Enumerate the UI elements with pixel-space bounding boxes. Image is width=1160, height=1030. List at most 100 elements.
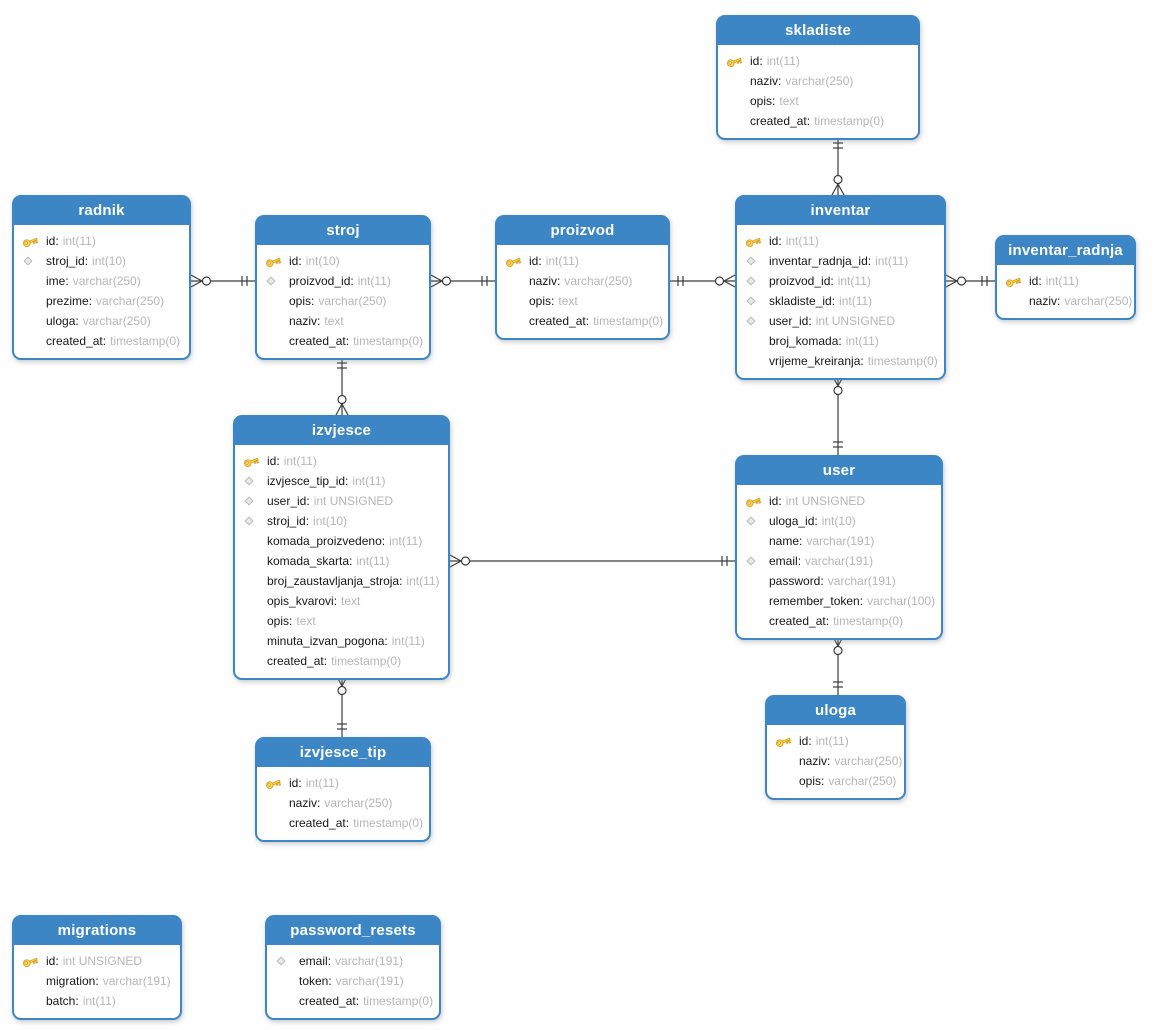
table-header[interactable]: uloga: [767, 697, 904, 725]
table-field-row[interactable]: user_id:int UNSIGNED: [737, 311, 944, 331]
table-header[interactable]: inventar_radnja: [997, 237, 1134, 265]
relationship-connector-inventar-user[interactable]: [831, 374, 845, 455]
table-field-row[interactable]: name:varchar(191): [737, 531, 941, 551]
table-header[interactable]: radnik: [14, 197, 189, 225]
table-header[interactable]: migrations: [14, 917, 180, 945]
table-field-row[interactable]: inventar_radnja_id:int(11): [737, 251, 944, 271]
table-field-row[interactable]: id:int(11): [737, 231, 944, 251]
table-header[interactable]: proizvod: [497, 217, 668, 245]
table-field-row[interactable]: naziv:varchar(250): [497, 271, 668, 291]
table-field-row[interactable]: minuta_izvan_pogona:int(11): [235, 631, 448, 651]
entity-radnik[interactable]: radnik id:int(11)stroj_id:int(10)ime:varc…: [12, 195, 191, 360]
field-colon: :: [349, 554, 353, 568]
table-field-row[interactable]: id:int(11): [497, 251, 668, 271]
table-field-row[interactable]: naziv:varchar(250): [997, 291, 1134, 311]
table-header[interactable]: inventar: [737, 197, 944, 225]
table-field-row[interactable]: created_at:timestamp(0): [497, 311, 668, 331]
entity-proizvod[interactable]: proizvod id:int(11)naziv:varchar(250)opis…: [495, 215, 670, 340]
table-field-row[interactable]: stroj_id:int(10): [14, 251, 189, 271]
table-field-row[interactable]: batch:int(11): [14, 991, 180, 1011]
table-field-row[interactable]: id:int(11): [997, 271, 1134, 291]
entity-skladiste[interactable]: skladiste id:int(11)naziv:varchar(250)opi…: [716, 15, 920, 140]
table-field-row[interactable]: created_at:timestamp(0): [267, 991, 439, 1011]
relationship-connector-izvjesce-stroj[interactable]: [335, 355, 349, 416]
table-field-row[interactable]: izvjesce_tip_id:int(11): [235, 471, 448, 491]
table-field-row[interactable]: id:int(11): [235, 451, 448, 471]
table-field-row[interactable]: opis:varchar(250): [767, 771, 904, 791]
table-field-row[interactable]: prezime:varchar(250): [14, 291, 189, 311]
table-field-row[interactable]: password:varchar(191): [737, 571, 941, 591]
table-header[interactable]: user: [737, 457, 941, 485]
relationship-connector-radnik-stroj[interactable]: [190, 274, 255, 288]
table-field-row[interactable]: id:int UNSIGNED: [737, 491, 941, 511]
entity-password_resets[interactable]: password_resets email:varchar(191)token:v…: [265, 915, 441, 1020]
table-field-row[interactable]: opis:varchar(250): [257, 291, 429, 311]
field-type: int(11): [82, 994, 116, 1008]
table-field-row[interactable]: uloga_id:int(10): [737, 511, 941, 531]
relationship-connector-stroj-proizvod[interactable]: [430, 274, 495, 288]
entity-uloga[interactable]: uloga id:int(11)naziv:varchar(250)opis:va…: [765, 695, 906, 800]
field-colon: :: [399, 574, 403, 588]
table-field-row[interactable]: uloga:varchar(250): [14, 311, 189, 331]
relationship-connector-izvjesce-izvjesce_tip[interactable]: [335, 674, 349, 737]
table-field-row[interactable]: created_at:timestamp(0): [257, 813, 429, 833]
table-field-row[interactable]: naziv:varchar(250): [257, 793, 429, 813]
field-name: ime: [46, 274, 66, 288]
entity-izvjesce_tip[interactable]: izvjesce_tip id:int(11)naziv:varchar(250)…: [255, 737, 431, 842]
table-header[interactable]: izvjesce_tip: [257, 739, 429, 767]
relationship-connector-user-uloga[interactable]: [831, 634, 845, 695]
table-field-row[interactable]: created_at:timestamp(0): [737, 611, 941, 631]
table-header[interactable]: password_resets: [267, 917, 439, 945]
table-field-row[interactable]: broj_komada:int(11): [737, 331, 944, 351]
table-field-row[interactable]: email:varchar(191): [737, 551, 941, 571]
table-field-row[interactable]: vrijeme_kreiranja:timestamp(0): [737, 351, 944, 371]
table-field-row[interactable]: ime:varchar(250): [14, 271, 189, 291]
table-field-row[interactable]: remember_token:varchar(100): [737, 591, 941, 611]
table-field-row[interactable]: opis:text: [718, 91, 918, 111]
table-field-row[interactable]: proizvod_id:int(11): [257, 271, 429, 291]
table-field-row[interactable]: stroj_id:int(10): [235, 511, 448, 531]
table-field-row[interactable]: created_at:timestamp(0): [718, 111, 918, 131]
table-field-row[interactable]: skladiste_id:int(11): [737, 291, 944, 311]
relationship-connector-inventar-skladiste[interactable]: [831, 135, 845, 196]
relationship-connector-izvjesce-user[interactable]: [449, 554, 735, 568]
table-field-row[interactable]: id:int(11): [718, 51, 918, 71]
table-field-row[interactable]: naziv:varchar(250): [718, 71, 918, 91]
table-field-row[interactable]: migration:varchar(191): [14, 971, 180, 991]
table-field-row[interactable]: email:varchar(191): [267, 951, 439, 971]
entity-inventar[interactable]: inventar id:int(11)inventar_radnja_id:int…: [735, 195, 946, 380]
entity-izvjesce[interactable]: izvjesce id:int(11)izvjesce_tip_id:int(11…: [233, 415, 450, 680]
field-type: varchar(250): [834, 754, 903, 768]
field-type: int(11): [356, 554, 390, 568]
table-field-row[interactable]: id:int(11): [14, 231, 189, 251]
table-field-row[interactable]: opis:text: [497, 291, 668, 311]
table-field-row[interactable]: opis_kvarovi:text: [235, 591, 448, 611]
table-field-row[interactable]: komada_skarta:int(11): [235, 551, 448, 571]
table-header[interactable]: skladiste: [718, 17, 918, 45]
table-field-row[interactable]: id:int(11): [257, 773, 429, 793]
relationship-connector-inventar-inventar_radnja[interactable]: [945, 274, 995, 288]
table-field-row[interactable]: broj_zaustavljanja_stroja:int(11): [235, 571, 448, 591]
table-field-row[interactable]: created_at:timestamp(0): [14, 331, 189, 351]
table-field-row[interactable]: token:varchar(191): [267, 971, 439, 991]
table-field-row[interactable]: komada_proizvedeno:int(11): [235, 531, 448, 551]
relationship-connector-inventar-proizvod[interactable]: [670, 274, 736, 288]
table-field-row[interactable]: opis:text: [235, 611, 448, 631]
table-header[interactable]: izvjesce: [235, 417, 448, 445]
table-field-row[interactable]: created_at:timestamp(0): [257, 331, 429, 351]
table-field-row[interactable]: id:int UNSIGNED: [14, 951, 180, 971]
primary-key-icon: [775, 734, 799, 749]
table-field-row[interactable]: user_id:int UNSIGNED: [235, 491, 448, 511]
table-field-row[interactable]: naziv:varchar(250): [767, 751, 904, 771]
table-field-row[interactable]: naziv:text: [257, 311, 429, 331]
table-field-row[interactable]: created_at:timestamp(0): [235, 651, 448, 671]
table-field-row[interactable]: proizvod_id:int(11): [737, 271, 944, 291]
table-header[interactable]: stroj: [257, 217, 429, 245]
table-field-row[interactable]: id:int(10): [257, 251, 429, 271]
entity-inventar_radnja[interactable]: inventar_radnja id:int(11)naziv:varchar(2…: [995, 235, 1136, 320]
table-field-row[interactable]: id:int(11): [767, 731, 904, 751]
field-type: int(10): [305, 254, 340, 268]
entity-stroj[interactable]: stroj id:int(10)proizvod_id:int(11)opis:v…: [255, 215, 431, 360]
